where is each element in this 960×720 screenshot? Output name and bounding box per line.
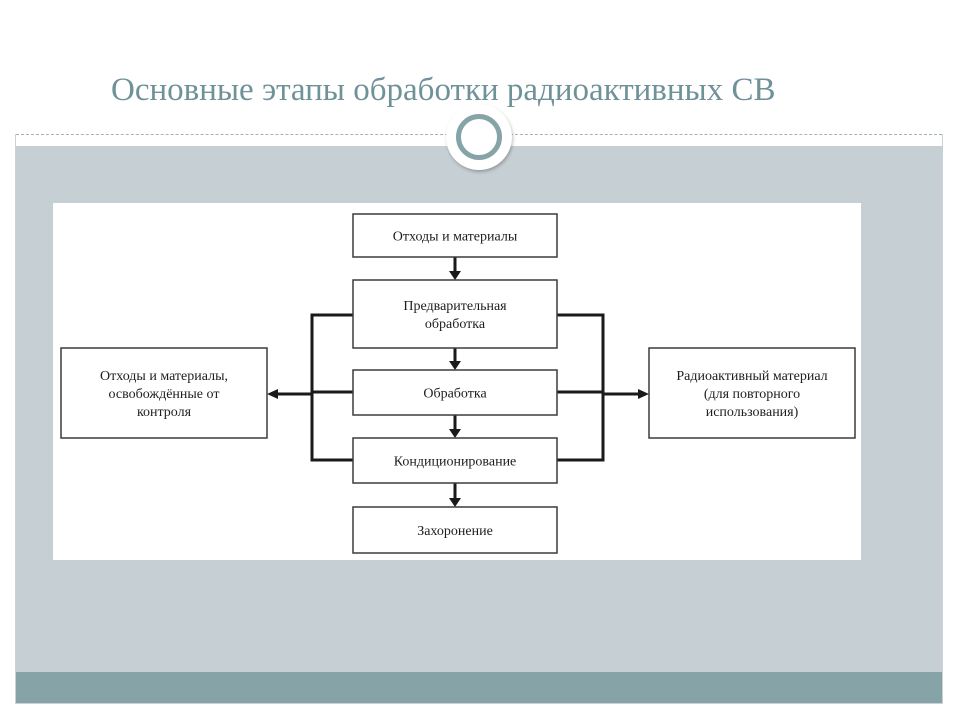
node-label: Кондиционирование	[394, 455, 517, 470]
footer-band	[16, 672, 942, 703]
node-treatment: Обработка	[352, 369, 558, 416]
node-label: Обработка	[423, 387, 487, 402]
left-output-arrow	[267, 389, 278, 399]
ring-ornament-inner	[456, 114, 502, 160]
chain-arrow-head	[449, 361, 461, 370]
node-conditioning: Кондиционирование	[352, 437, 558, 484]
node-reuse: Радиоактивный материал (для повторного исп…	[648, 347, 856, 439]
node-label: Отходы и материалы	[393, 230, 518, 245]
node-box	[352, 437, 558, 484]
node-waste-materials: Отходы и материалы	[352, 213, 558, 258]
right-output-arrow	[638, 389, 649, 399]
left-bracket-line	[310, 313, 353, 462]
node-disposal: Захоронение	[352, 506, 558, 554]
node-box	[60, 347, 268, 439]
node-label: Отходы и материалы,	[100, 369, 228, 384]
right-bracket-line	[557, 313, 605, 462]
node-label: освобождённые от	[109, 387, 220, 402]
node-box	[648, 347, 856, 439]
node-box	[352, 369, 558, 416]
node-label: контроля	[137, 405, 192, 420]
node-released: Отходы и материалы, освобождённые от контр…	[60, 347, 268, 439]
node-label: Радиоактивный материал	[676, 369, 827, 384]
node-label: обработка	[425, 317, 486, 332]
chain-arrow-head	[449, 498, 461, 507]
node-box	[352, 213, 558, 258]
node-label: Предварительная	[403, 299, 507, 314]
node-box	[352, 506, 558, 554]
node-label: Захоронение	[417, 524, 493, 539]
connectors	[267, 257, 649, 507]
chain-arrow-head	[449, 271, 461, 280]
slide-title: Основные этапы обработки радиоактивных С…	[111, 72, 776, 108]
chain-arrow-head	[449, 429, 461, 438]
node-label: (для повторного	[704, 387, 800, 402]
node-label: использования)	[706, 405, 799, 420]
node-pretreatment: Предварительная обработка	[352, 279, 558, 349]
node-box	[352, 279, 558, 349]
